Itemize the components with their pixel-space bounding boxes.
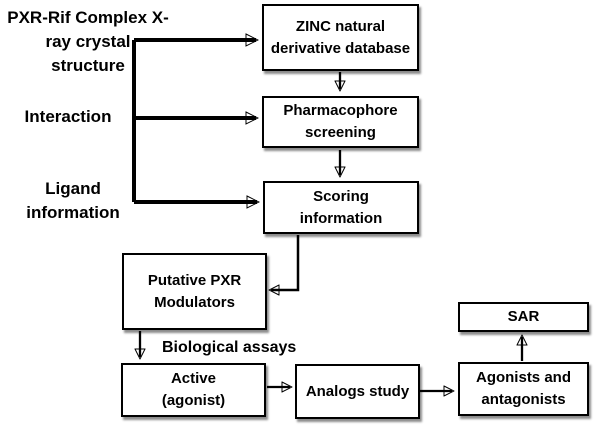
node-zinc-database-label: ZINC natural derivative database <box>270 17 411 57</box>
node-analogs-study: Analogs study <box>295 364 420 419</box>
node-pharmacophore-screening-label: Pharmacophore screening <box>283 102 398 141</box>
node-scoring-information-label: Scoring information <box>299 187 383 227</box>
node-active-agonist-label: Active (agonist) <box>161 370 226 409</box>
label-biological-assays: Biological assays <box>162 339 297 356</box>
node-putative-pxr-modulators: Putative PXR Modulators <box>122 253 267 330</box>
label-pxr-rif-crystal-structure: PXR-Rif Complex X- ray crystal structure <box>7 8 169 75</box>
label-ligand-information: Ligand information <box>26 179 120 222</box>
arrow-scoring-to-putative <box>271 235 300 290</box>
node-putative-pxr-modulators-label: Putative PXR Modulators <box>147 271 242 311</box>
node-analogs-study-label: Analogs study <box>305 382 410 400</box>
label-interaction: Interaction <box>24 107 112 126</box>
node-active-agonist: Active (agonist) <box>121 363 266 417</box>
node-scoring-information: Scoring information <box>263 181 419 234</box>
node-sar-label: SAR <box>507 308 540 325</box>
node-agonists-antagonists: Agonists and antagonists <box>458 362 589 416</box>
node-pharmacophore-screening: Pharmacophore screening <box>262 96 419 148</box>
node-zinc-database: ZINC natural derivative database <box>262 4 419 71</box>
node-agonists-antagonists-label: Agonists and antagonists <box>475 369 571 408</box>
node-sar: SAR <box>458 302 589 332</box>
